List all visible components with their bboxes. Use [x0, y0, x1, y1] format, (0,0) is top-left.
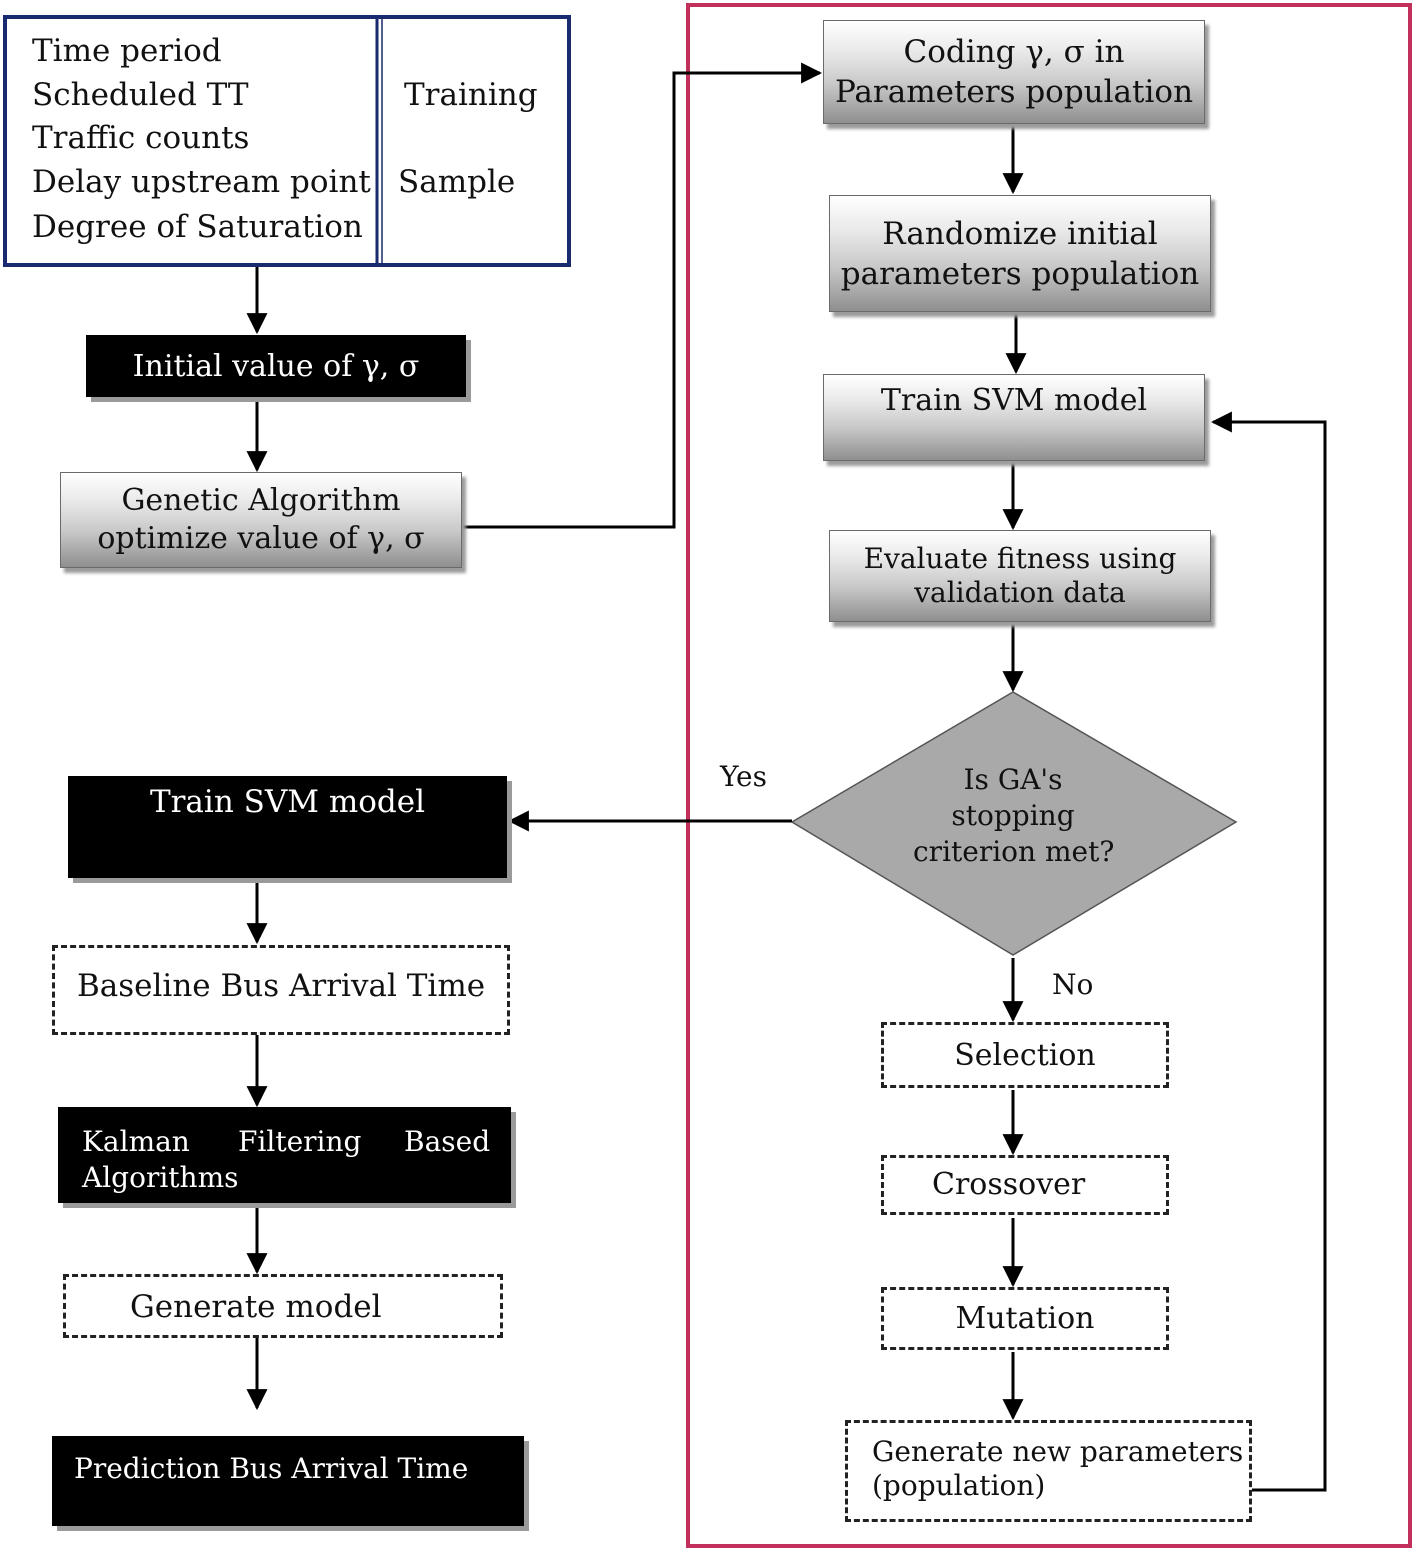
train-svm-final-box: Train SVM model — [68, 776, 507, 878]
no-label: No — [1052, 968, 1094, 1001]
generate-model-label: Generate model — [130, 1289, 382, 1325]
train-svm-ga-label: Train SVM model — [880, 383, 1148, 418]
generate-new-parameters-box: Generate new parameters (population) — [845, 1420, 1252, 1522]
baseline-arrival-label: Baseline Bus Arrival Time — [77, 968, 486, 1004]
decision-line2: stopping — [951, 799, 1075, 832]
feature-degree-of-saturation: Degree of Saturation — [32, 209, 363, 245]
decision-line3: criterion met? — [913, 835, 1115, 868]
train-svm-final-label: Train SVM model — [149, 784, 426, 820]
input-box-frame — [3, 15, 571, 267]
feature-time-period: Time period — [32, 33, 222, 69]
evaluate-fitness-box: Evaluate fitness using validation data — [829, 530, 1211, 622]
crossover-label: Crossover — [932, 1167, 1086, 1202]
evaluate-line2: validation data — [914, 576, 1126, 609]
generate-new-line2: (population) — [872, 1469, 1046, 1502]
initial-value-box: Initial value of γ, σ — [86, 335, 466, 397]
coding-line2: Parameters population — [834, 74, 1194, 110]
mutation-label: Mutation — [955, 1301, 1095, 1336]
feature-scheduled-tt: Scheduled TT — [32, 77, 249, 113]
arrow-loop-back-to-train — [1210, 411, 1327, 1492]
genetic-algorithm-line1: Genetic Algorithm — [121, 483, 401, 518]
yes-label: Yes — [720, 760, 767, 793]
genetic-algorithm-line2: optimize value of γ, σ — [97, 521, 425, 556]
randomize-line2: parameters population — [840, 255, 1200, 292]
sample-label: Sample — [398, 164, 516, 200]
crossover-box: Crossover — [881, 1155, 1169, 1215]
feature-delay-upstream-point: Delay upstream point — [32, 164, 371, 200]
algorithms-word: Algorithms — [82, 1161, 239, 1194]
feature-traffic-counts: Traffic counts — [32, 120, 250, 156]
randomize-line1: Randomize initial — [882, 215, 1158, 252]
kalman-filtering-box: Kalman Filtering Based Algorithms — [58, 1107, 511, 1203]
prediction-arrival-label: Prediction Bus Arrival Time — [74, 1452, 469, 1485]
ga-process-frame — [686, 3, 1412, 1548]
filtering-word: Filtering — [238, 1125, 362, 1158]
evaluate-line1: Evaluate fitness using — [863, 542, 1177, 575]
randomize-population-box: Randomize initial parameters population — [829, 195, 1211, 312]
selection-box: Selection — [881, 1022, 1169, 1088]
coding-parameters-box: Coding γ, σ in Parameters population — [823, 20, 1205, 124]
decision-diamond — [790, 691, 1238, 956]
genetic-algorithm-box: Genetic Algorithm optimize value of γ, σ — [60, 472, 462, 568]
mutation-box: Mutation — [881, 1287, 1169, 1350]
prediction-arrival-box: Prediction Bus Arrival Time — [52, 1436, 524, 1526]
initial-value-label: Initial value of γ, σ — [132, 348, 420, 384]
kalman-word: Kalman — [82, 1125, 190, 1158]
coding-line1: Coding γ, σ in — [903, 34, 1125, 70]
generate-new-line1: Generate new parameters — [872, 1435, 1244, 1468]
generate-model-box: Generate model — [63, 1274, 503, 1338]
training-label: Training — [404, 77, 538, 113]
arrow-ga-to-coding — [462, 62, 823, 529]
decision-label: Is GA's stopping criterion met? — [913, 762, 1115, 870]
baseline-arrival-box: Baseline Bus Arrival Time — [52, 945, 510, 1035]
based-word: Based — [404, 1125, 491, 1158]
train-svm-ga-box: Train SVM model — [823, 374, 1205, 461]
decision-line1: Is GA's — [963, 763, 1063, 796]
selection-label: Selection — [954, 1037, 1096, 1073]
